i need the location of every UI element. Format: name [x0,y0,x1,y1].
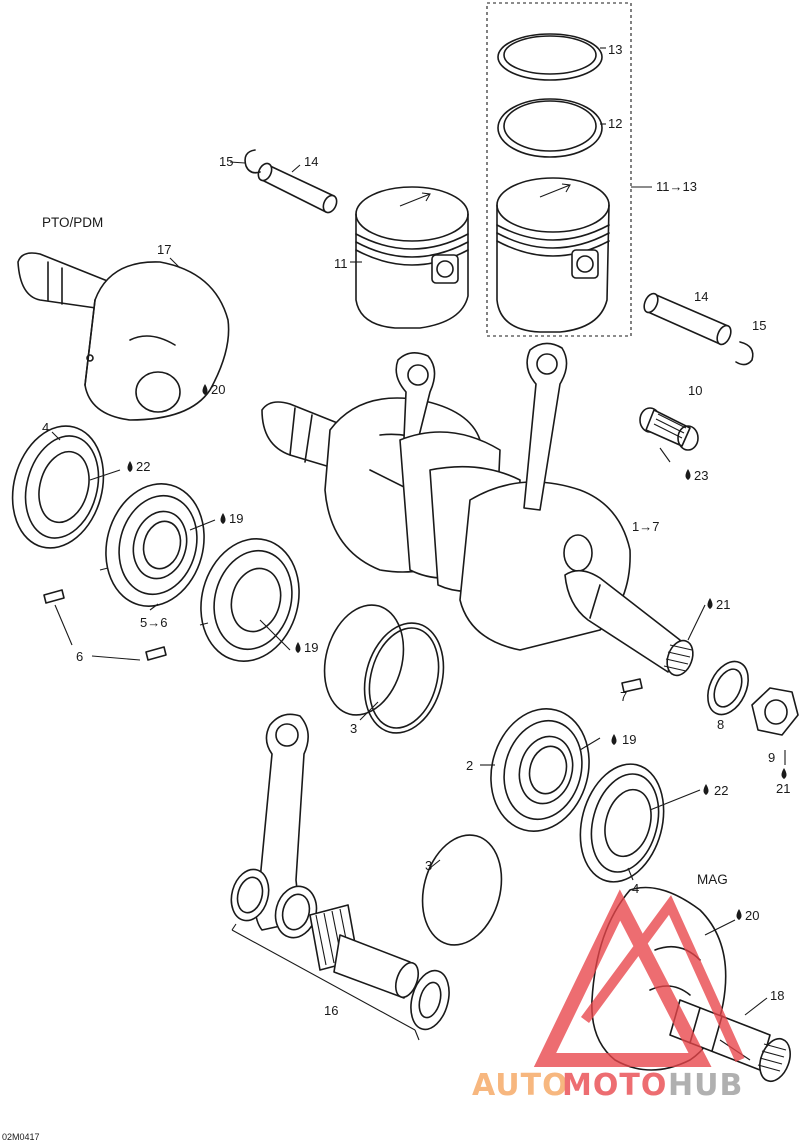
callout-1-to-7: 1→7 [632,519,659,534]
watermark-logo: AUTO MOTO HUB [472,889,745,1103]
bearing-19-mag [490,708,590,832]
watermark-text-moto: MOTO [562,1068,667,1103]
piston-11 [355,186,469,329]
image-code: 02M0417 [2,1132,40,1142]
woodruff-key-7 [621,678,643,693]
bearing-19-center [200,538,300,662]
callout-4-mag: 4 [632,881,639,896]
half-crankshaft-17 [17,252,230,421]
callout-11-to-13: 11→13 [656,179,697,194]
callout-17: 17 [157,242,171,257]
piston-ring-12 [497,98,603,158]
callout-16: 16 [324,1003,338,1018]
nut-9 [751,687,799,736]
callout-15-right: 15 [752,318,766,333]
o-ring-3-upper [323,604,445,734]
leader-lines [51,161,786,1061]
dowel-pins-6 [43,567,209,661]
callout-5-to-6: 5→6 [140,615,167,630]
callout-labels: PTO/PDM MAG 17 20 4 22 19 5→6 6 19 15 14… [2,42,790,1142]
callout-3-lower: 3 [425,858,432,873]
watermark-triangle [533,889,712,1067]
connecting-rod-16 [230,713,450,1041]
callout-14-right: 14 [694,289,708,304]
callout-22-mag: 22 [714,783,728,798]
seal-4-left [11,425,105,549]
piston-ring-13 [497,33,603,81]
needle-bearing-10 [639,407,699,451]
callout-10: 10 [688,383,702,398]
callout-19-mag: 19 [622,732,636,747]
watermark-text-hub: HUB [668,1068,743,1103]
callout-7: 7 [620,689,627,704]
callout-4-left: 4 [42,420,49,435]
watermark-text-auto: AUTO [472,1068,569,1103]
crankshaft-assembly [261,342,694,677]
callout-21-shaft: 21 [716,597,730,612]
callout-15-left: 15 [219,154,233,169]
callout-21-nut: 21 [776,781,790,796]
callout-2: 2 [466,758,473,773]
callout-12: 12 [608,116,622,131]
callout-6: 6 [76,649,83,664]
piston-pin-14-right [643,292,732,346]
watermark-inner-triangle [580,895,745,1063]
piston-pin-14-left [257,162,338,214]
circlip-15-left [244,149,261,174]
callout-19-left: 19 [229,511,243,526]
callout-9: 9 [768,750,775,765]
callout-13: 13 [608,42,622,57]
seal-4-mag [579,763,665,883]
circlip-15-right [735,341,754,366]
piston-kit-frame [486,2,632,337]
oil-drops [127,384,787,920]
label-pto: PTO/PDM [42,215,103,230]
callout-18: 18 [770,988,784,1003]
bearing-19-left [105,483,205,607]
label-mag: MAG [697,872,728,887]
callout-22-left: 22 [136,459,150,474]
callout-20-top: 20 [211,382,225,397]
callout-23: 23 [694,468,708,483]
callout-20-mag: 20 [745,908,759,923]
callout-8: 8 [717,717,724,732]
callout-3-upper: 3 [350,721,357,736]
callout-19-center: 19 [304,640,318,655]
washer-8 [707,660,749,716]
callout-11: 11 [334,256,348,271]
piston-kit-piston [496,177,610,333]
callout-14-left: 14 [304,154,318,169]
o-ring-3-lower [421,834,503,946]
